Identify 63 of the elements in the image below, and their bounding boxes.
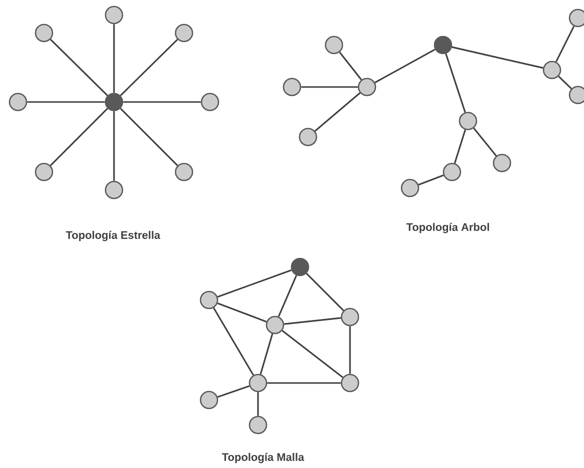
connection-line: [27, 101, 105, 103]
connection-line: [123, 101, 201, 103]
connection-line: [452, 46, 544, 69]
network-node: [200, 92, 220, 112]
network-node: [200, 290, 218, 310]
connection-line: [301, 86, 358, 88]
connection-line: [217, 269, 292, 298]
connection-line: [217, 302, 267, 322]
network-node: [458, 112, 478, 130]
network-node: [434, 36, 452, 54]
connection-line: [217, 385, 250, 398]
network-node: [324, 36, 344, 54]
connection-line: [555, 26, 575, 62]
connection-line: [260, 334, 274, 374]
connection-line: [50, 38, 108, 96]
connection-line: [314, 92, 361, 132]
network-node: [34, 24, 54, 42]
network-node: [568, 86, 584, 104]
network-node: [104, 180, 124, 200]
network-node: [340, 308, 360, 326]
network-node: [290, 258, 310, 276]
connection-line: [418, 174, 444, 186]
connection-line: [349, 326, 351, 374]
network-node: [400, 178, 420, 198]
network-node: [200, 390, 218, 410]
network-node: [568, 8, 584, 28]
connection-line: [445, 53, 466, 113]
caption: Topología Arbol: [406, 222, 489, 234]
connection-line: [120, 108, 178, 166]
network-node: [442, 162, 462, 182]
network-node: [104, 6, 124, 24]
network-node: [248, 416, 268, 434]
connection-line: [267, 382, 341, 384]
connection-line: [306, 272, 344, 312]
network-node: [542, 60, 562, 80]
network-node: [174, 162, 194, 182]
network-node: [492, 154, 512, 172]
connection-line: [339, 52, 362, 80]
network-node: [266, 316, 284, 334]
caption: Topología Malla: [222, 452, 304, 464]
connection-line: [278, 275, 298, 317]
connection-line: [454, 129, 466, 164]
connection-line: [282, 330, 344, 378]
connection-line: [257, 392, 259, 416]
connection-line: [284, 317, 341, 325]
network-node: [8, 92, 28, 112]
connection-line: [50, 108, 108, 166]
connection-line: [473, 128, 497, 156]
network-node: [340, 374, 360, 392]
caption: Topología Estrella: [66, 230, 160, 242]
connection-line: [374, 48, 436, 84]
network-node: [298, 128, 318, 146]
connection-line: [113, 24, 115, 93]
network-node: [358, 78, 376, 96]
connection-line: [113, 111, 115, 181]
network-node: [282, 78, 302, 96]
network-node: [104, 92, 124, 112]
network-node: [174, 24, 194, 42]
connection-line: [120, 38, 178, 96]
connection-line: [558, 76, 572, 90]
network-node: [248, 374, 268, 392]
network-node: [34, 162, 54, 182]
connection-line: [212, 307, 254, 376]
